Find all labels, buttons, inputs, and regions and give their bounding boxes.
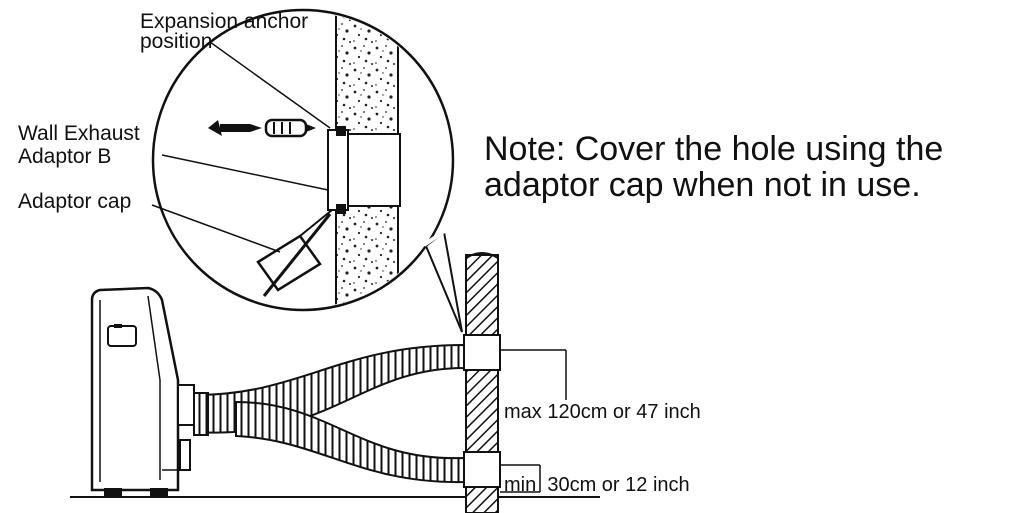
detail-callout <box>151 8 463 333</box>
ac-handle <box>107 325 137 347</box>
lower-hose <box>235 400 465 484</box>
leader-lines <box>151 41 331 253</box>
note-line-1: Note: Cover the hole using the <box>484 130 943 168</box>
adaptor-cap <box>256 209 333 297</box>
upper-wall-hole <box>463 334 501 371</box>
expansion-anchor-label-1: Expansion anchor <box>140 10 308 33</box>
wall <box>463 252 501 513</box>
exhaust-hoses <box>193 343 465 484</box>
lower-wall-hole <box>463 451 501 488</box>
max-distance-label: max 120cm or 47 inch <box>504 401 701 423</box>
wall-exhaust-adaptor <box>327 129 349 211</box>
expansion-anchor <box>208 118 316 138</box>
adaptor-cap-label: Adaptor cap <box>18 190 131 213</box>
note-line-2: adaptor cap when not in use. <box>484 166 921 204</box>
expansion-anchor-label-2: position <box>140 30 212 53</box>
dimension-markers <box>500 349 567 493</box>
portable-ac-unit <box>90 286 195 496</box>
wall-exhaust-label-1: Wall Exhaust <box>18 122 140 145</box>
min-distance-label: min 30cm or 12 inch <box>504 474 690 496</box>
wall-exhaust-label-2: Adaptor B <box>18 145 111 168</box>
